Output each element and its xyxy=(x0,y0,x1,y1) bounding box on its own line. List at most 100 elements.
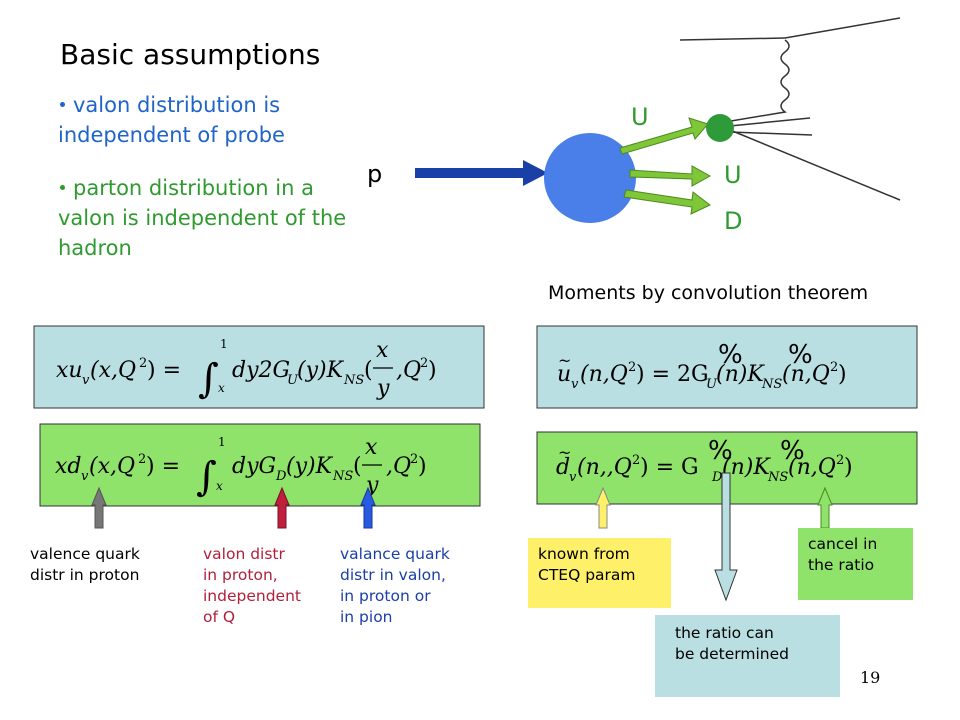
struck-valon-circle xyxy=(706,114,734,142)
svg-text:) = 2G: ) = 2G xyxy=(636,362,709,387)
svg-text:xd: xd xyxy=(55,454,82,479)
svg-text:): ) xyxy=(844,455,853,480)
arrow-valon-distr xyxy=(274,486,290,529)
svg-text:D: D xyxy=(275,469,287,484)
jet-line-1 xyxy=(729,117,811,127)
svg-text:(y)K: (y)K xyxy=(286,454,334,479)
caption-valon-distr: valon distr in proton, independent of Q xyxy=(203,545,301,626)
svg-text:∫: ∫ xyxy=(196,454,217,500)
proton-circle xyxy=(544,133,636,223)
svg-text:NS: NS xyxy=(343,373,364,388)
outgoing-lepton-line xyxy=(784,17,901,39)
arrow-valance-quark-valon xyxy=(360,486,376,529)
svg-text:,Q: ,Q xyxy=(386,454,411,479)
svg-text:,Q: ,Q xyxy=(396,358,421,383)
svg-text:2: 2 xyxy=(628,360,636,375)
arrow-known-from xyxy=(595,486,611,529)
arrow-valence-quark xyxy=(91,486,107,529)
svg-text:x: x xyxy=(365,435,378,460)
svg-text:v: v xyxy=(81,469,89,484)
slide-number: 19 xyxy=(860,668,881,687)
valon-arrow-u2 xyxy=(629,165,712,187)
proton-label: p xyxy=(367,160,383,188)
svg-text:NS: NS xyxy=(761,377,782,392)
svg-text:1: 1 xyxy=(220,337,228,351)
svg-text:2: 2 xyxy=(632,453,640,468)
svg-text:2: 2 xyxy=(410,452,418,467)
proton-arrow-shaft xyxy=(415,168,523,178)
note-known-from: known from CTEQ param xyxy=(528,538,671,608)
svg-text:(n,Q: (n,Q xyxy=(580,362,628,387)
svg-text:1: 1 xyxy=(218,435,226,449)
slide-title: Basic assumptions xyxy=(60,38,321,71)
valon-label-u2: U xyxy=(724,161,742,189)
eq-moment-u-box xyxy=(536,325,918,409)
svg-text:dy2G: dy2G xyxy=(232,358,290,383)
svg-text:(n,,Q: (n,,Q xyxy=(577,455,632,480)
svg-text:~: ~ xyxy=(558,351,571,370)
note-ratio-determined: the ratio can be determined xyxy=(655,615,840,697)
arrow-cancel xyxy=(817,486,833,529)
svg-text:NS: NS xyxy=(332,469,353,484)
valon-label-u1: U xyxy=(631,103,649,131)
photon-wavy-line xyxy=(724,39,790,123)
incoming-lepton-line xyxy=(679,37,786,41)
valon-arrow-d xyxy=(623,189,711,215)
svg-text:) = G: ) = G xyxy=(640,455,699,480)
svg-text:2: 2 xyxy=(830,360,838,375)
svg-text:) =: ) = xyxy=(146,454,180,479)
svg-text:(x,Q: (x,Q xyxy=(89,454,135,479)
caption-valence-quark: valence quark distr in proton xyxy=(30,545,140,584)
bullet-text: valon distribution is independent of pro… xyxy=(58,93,285,147)
svg-text:D: D xyxy=(711,470,723,485)
svg-text:v: v xyxy=(569,470,577,485)
valon-label-d: D xyxy=(724,207,743,235)
svg-text:): ) xyxy=(418,454,427,479)
svg-text:U: U xyxy=(706,377,718,392)
svg-text:): ) xyxy=(838,362,847,387)
bullet-valon-independent: valon distribution is independent of pro… xyxy=(58,90,358,150)
svg-text:(x,Q: (x,Q xyxy=(90,358,136,383)
svg-text:dyG: dyG xyxy=(232,454,276,479)
svg-text:(n)K: (n)K xyxy=(716,362,765,387)
svg-text:v: v xyxy=(571,377,579,392)
svg-text:(y)K: (y)K xyxy=(297,358,345,383)
bullet-dot-icon xyxy=(60,184,65,190)
eq-xd-box xyxy=(39,423,481,507)
bullet-text: parton distribution in a valon is indepe… xyxy=(58,176,347,260)
tilde-mark-3: % xyxy=(708,436,733,466)
svg-text:): ) xyxy=(428,358,437,383)
bullet-parton-independent: parton distribution in a valon is indepe… xyxy=(58,173,358,263)
valon-arrow-u1 xyxy=(619,117,709,155)
arrow-ratio-determined xyxy=(714,472,738,602)
svg-text:xu: xu xyxy=(56,358,83,383)
note-cancel: cancel in the ratio xyxy=(798,528,913,600)
svg-text:x: x xyxy=(218,381,225,395)
svg-text:d: d xyxy=(556,455,570,480)
svg-text:(n,Q: (n,Q xyxy=(788,455,836,480)
svg-text:U: U xyxy=(287,373,299,388)
svg-text:) =: ) = xyxy=(147,358,181,383)
bullet-dot-icon xyxy=(60,101,65,107)
svg-text:NS: NS xyxy=(767,470,788,485)
svg-text:y: y xyxy=(376,376,390,401)
svg-text:∫: ∫ xyxy=(198,356,219,402)
svg-text:u: u xyxy=(557,362,571,387)
jet-line-3 xyxy=(729,129,901,201)
svg-text:2: 2 xyxy=(836,453,844,468)
svg-text:(n,Q: (n,Q xyxy=(782,362,830,387)
svg-text:2: 2 xyxy=(420,356,428,371)
tilde-mark-2: % xyxy=(788,340,813,370)
proton-arrow-head xyxy=(523,160,548,186)
svg-text:(: ( xyxy=(353,454,362,479)
caption-valance-quark-valon: valance quark distr in valon, in proton … xyxy=(340,545,450,626)
moments-heading: Moments by convolution theorem xyxy=(548,282,869,304)
svg-text:(: ( xyxy=(364,358,373,383)
eq-xu-box xyxy=(33,325,485,409)
svg-text:2: 2 xyxy=(139,356,147,371)
jet-line-2 xyxy=(729,131,813,136)
